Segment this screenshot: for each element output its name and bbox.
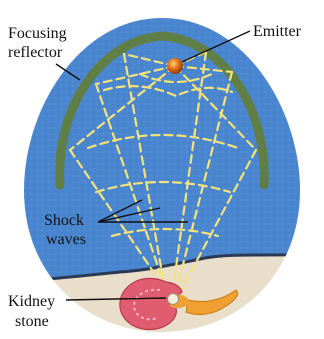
stone-label-line1: Kidney — [8, 293, 55, 310]
stone-label-line2: stone — [15, 313, 49, 330]
reflector-label-line1: Focusing — [8, 25, 67, 42]
kidney-stone — [168, 294, 179, 305]
reflector-label-line2: reflector — [8, 44, 63, 61]
shock-label-line1: Shock — [44, 212, 84, 229]
shock-label-line2: waves — [46, 231, 86, 248]
emitter-label: Emitter — [253, 23, 302, 40]
emitter — [167, 58, 183, 74]
